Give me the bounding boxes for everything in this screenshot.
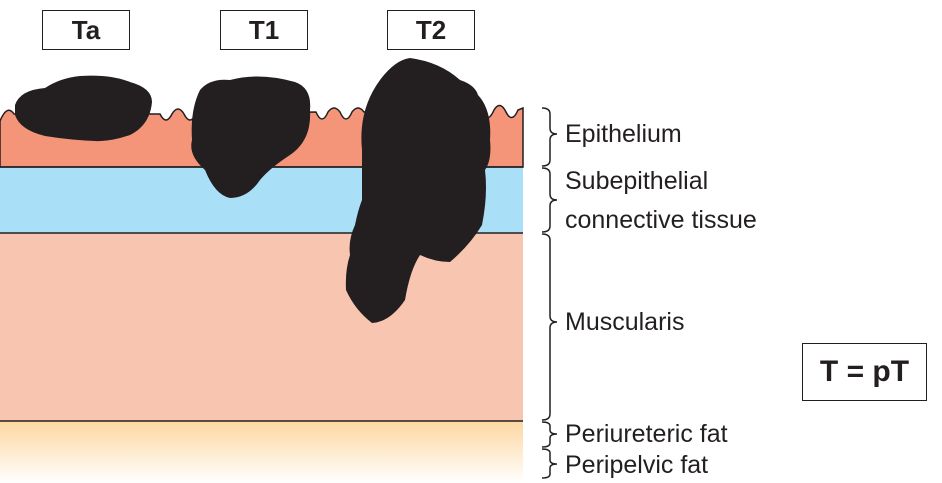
legend-t-equals-pt: T = pT — [802, 343, 927, 401]
brace-muscularis — [541, 233, 558, 421]
label-subepithelial-line1: Subepithelial — [565, 167, 709, 195]
tumor-t1 — [191, 76, 311, 198]
label-peripelvic-fat: Peripelvic fat — [565, 451, 709, 479]
stage-label-ta: Ta — [42, 10, 130, 50]
brace-epithelium — [541, 107, 558, 167]
brace-peripelvic — [541, 448, 558, 479]
label-epithelium: Epithelium — [565, 120, 682, 148]
brace-periureteric — [541, 421, 558, 448]
brace-subepithelial — [541, 167, 558, 233]
label-muscularis: Muscularis — [565, 308, 685, 336]
muscularis-layer — [0, 233, 523, 421]
label-subepithelial-line2: connective tissue — [565, 206, 757, 234]
fat-layer — [0, 421, 523, 483]
stage-label-t1: T1 — [220, 10, 308, 50]
tumor-ta — [15, 75, 152, 142]
tumor-t2 — [345, 58, 491, 323]
stage-label-t2: T2 — [387, 10, 475, 50]
label-periureteric-fat: Periureteric fat — [565, 420, 728, 448]
